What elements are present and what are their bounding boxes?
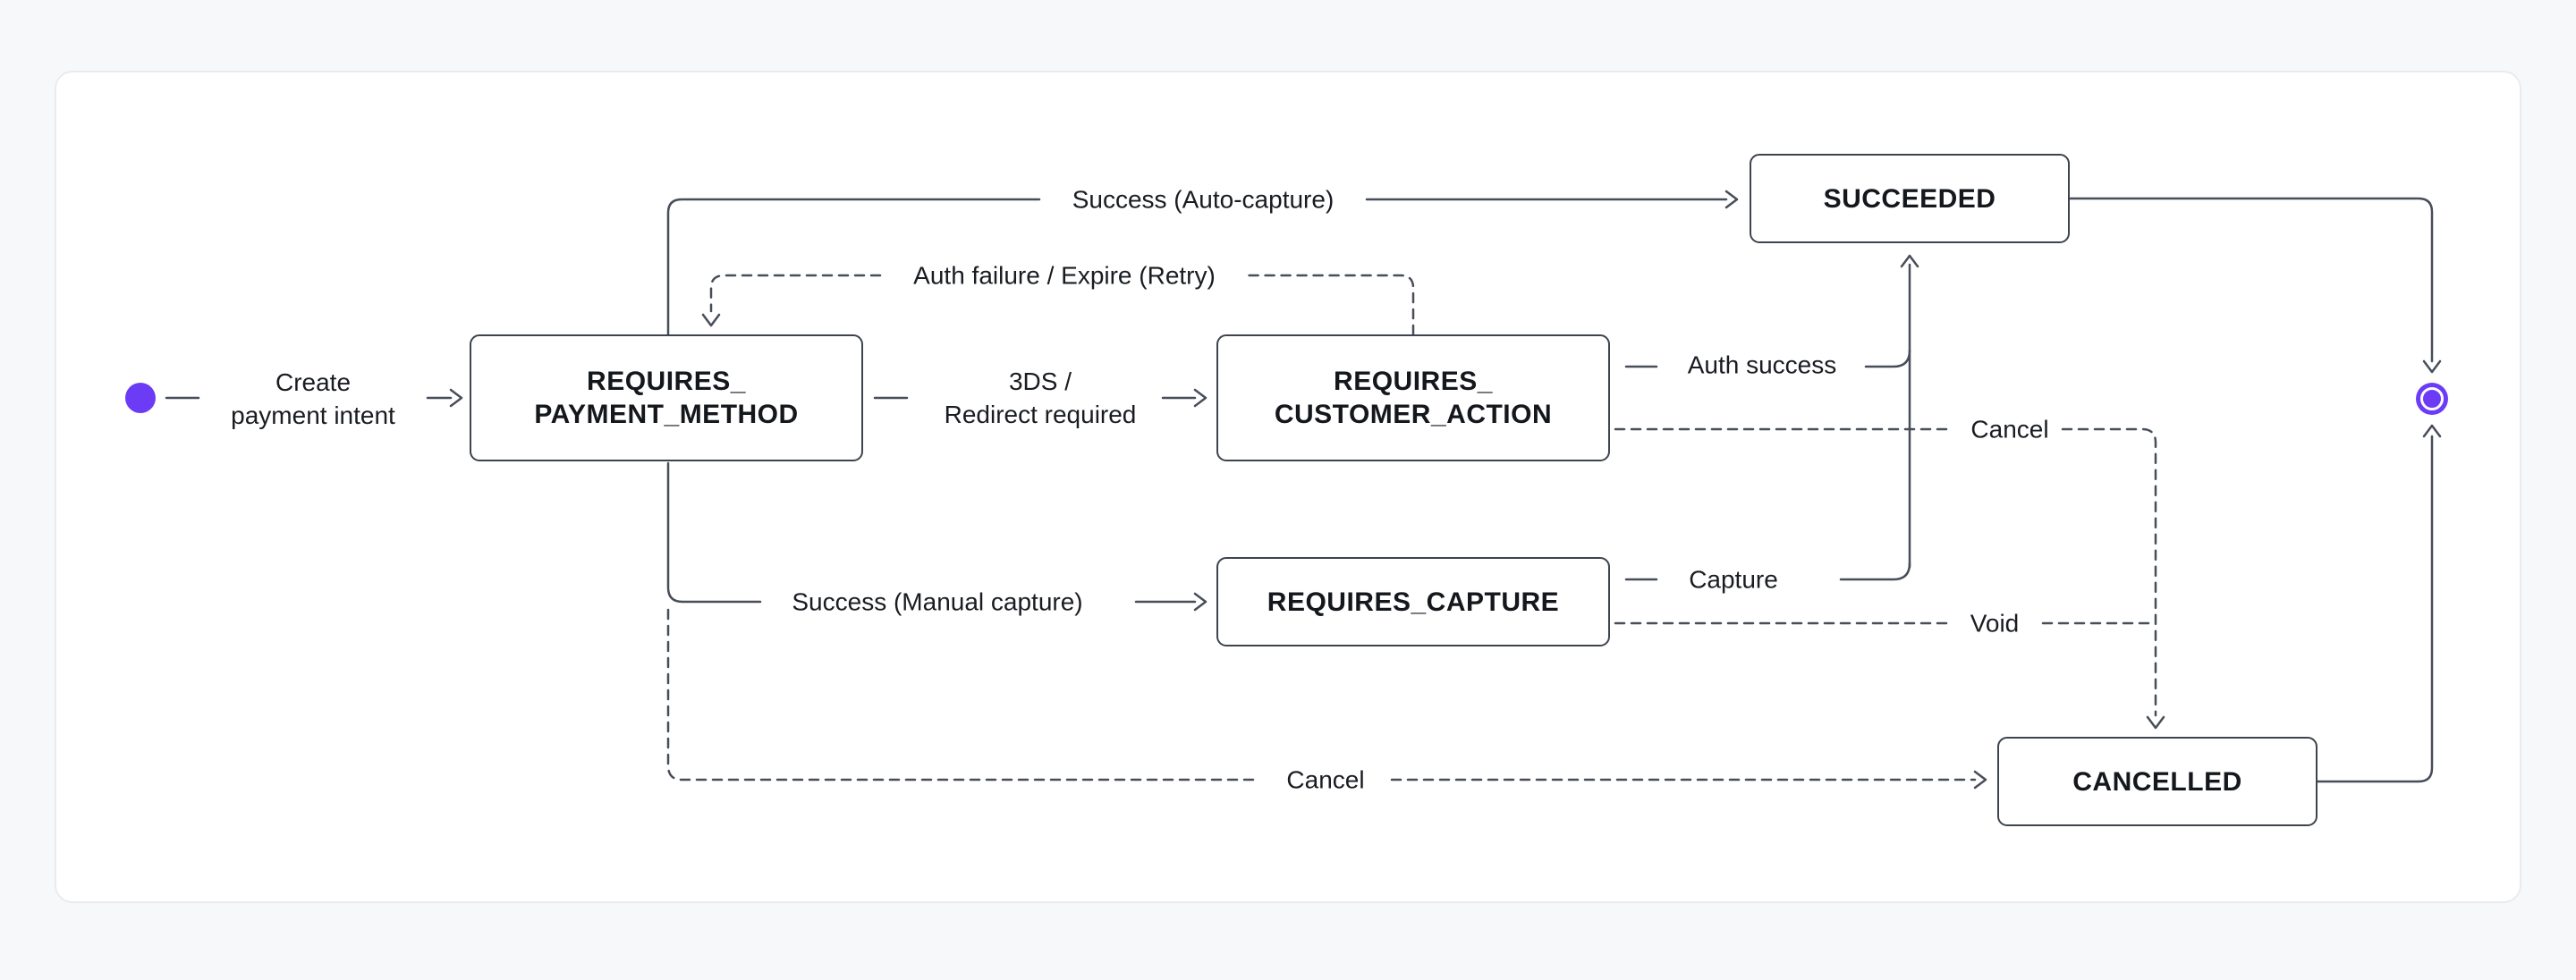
edge-3ds-redirect	[873, 388, 1208, 408]
edge-label-success-auto-capture: Success (Auto-capture)	[1064, 182, 1342, 216]
edge-create-payment-intent	[165, 388, 463, 408]
arrowhead-down-icon	[2422, 359, 2442, 374]
edge-auth-success	[1624, 254, 1919, 569]
edge-label-cancel-payment-method: Cancel	[1279, 763, 1372, 797]
state-node-requires-capture: REQUIRES_CAPTURE	[1216, 557, 1610, 646]
edge-success-manual-capture	[666, 461, 1208, 612]
arrowhead-up-icon	[1900, 254, 1919, 268]
arrowhead-up-icon	[2422, 424, 2442, 438]
edge-success-auto-capture	[666, 190, 1739, 336]
edge-label-auth-success: Auth success	[1680, 348, 1844, 382]
state-label-requires-payment-method: REQUIRES_ PAYMENT_METHOD	[534, 367, 799, 429]
edge-label-auth-failure-retry: Auth failure / Expire (Retry)	[906, 258, 1223, 292]
start-node-icon	[125, 383, 156, 413]
edge-label-success-manual-capture: Success (Manual capture)	[784, 585, 1090, 619]
state-node-cancelled: CANCELLED	[1997, 737, 2318, 826]
end-node-ring	[2420, 387, 2444, 410]
state-label-requires-customer-action: REQUIRES_ CUSTOMER_ACTION	[1274, 367, 1553, 429]
edge-label-capture: Capture	[1682, 562, 1785, 596]
state-label-cancelled: CANCELLED	[2072, 766, 2242, 797]
arrowhead-right-icon	[1724, 190, 1739, 209]
arrowhead-down-icon	[701, 313, 721, 327]
arrowhead-right-icon	[449, 388, 463, 408]
arrowhead-right-icon	[1973, 770, 1987, 790]
edge-cancel-payment-method	[666, 608, 1987, 790]
edge-capture	[1624, 562, 1911, 581]
edge-label-3ds-redirect: 3DS / Redirect required	[936, 365, 1144, 431]
edge-label-create-payment-intent: Create payment intent	[224, 366, 402, 432]
edge-label-cancel-customer-action: Cancel	[1963, 412, 2056, 446]
state-label-succeeded: SUCCEEDED	[1823, 183, 1996, 214]
state-node-requires-payment-method: REQUIRES_ PAYMENT_METHOD	[470, 334, 863, 461]
arrowhead-down-icon	[2146, 715, 2165, 730]
arrowhead-right-icon	[1193, 592, 1208, 612]
edge-auth-failure-retry	[701, 274, 1415, 336]
state-label-requires-capture: REQUIRES_CAPTURE	[1267, 587, 1560, 617]
state-node-succeeded: SUCCEEDED	[1750, 154, 2070, 243]
state-node-requires-customer-action: REQUIRES_ CUSTOMER_ACTION	[1216, 334, 1610, 461]
edge-cancelled-to-end	[2316, 424, 2442, 783]
arrowhead-right-icon	[1193, 388, 1208, 408]
edge-cancel-customer-action	[1614, 427, 2165, 730]
end-node-icon	[2416, 383, 2448, 415]
edge-succeeded-to-end	[2068, 197, 2442, 374]
edge-label-void: Void	[1962, 606, 2027, 640]
